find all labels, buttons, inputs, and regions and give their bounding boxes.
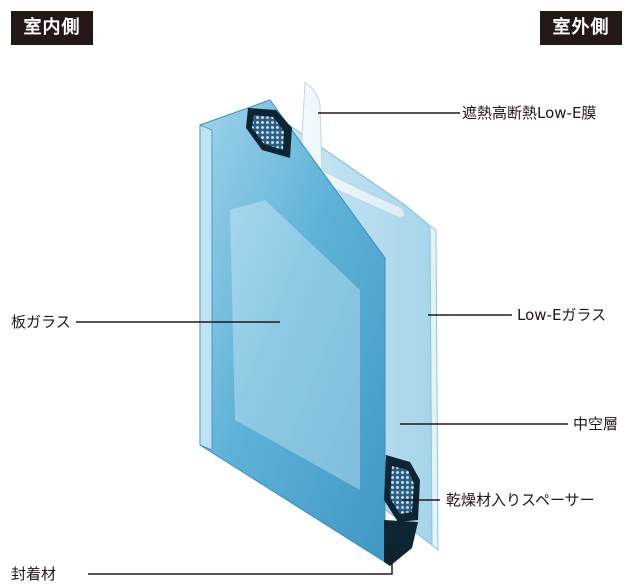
sealant — [384, 520, 418, 566]
indoor-side-badge: 室内側 — [11, 11, 93, 45]
label-air-layer: 中空層 — [573, 415, 619, 433]
plate-glass-pane — [199, 99, 386, 563]
top-spacer — [246, 108, 292, 158]
label-plate-glass: 板ガラス — [11, 313, 71, 331]
label-sealant: 封着材 — [11, 565, 57, 583]
label-low-e-film: 遮熱高断熱Low-E膜 — [462, 104, 597, 122]
leader-sealant — [88, 548, 393, 575]
label-low-e-glass: Low-Eガラス — [517, 306, 607, 324]
label-spacer: 乾燥材入りスペーサー — [446, 491, 595, 509]
outdoor-side-badge: 室外側 — [540, 11, 622, 45]
bottom-spacer — [384, 455, 420, 522]
leader-lines — [76, 112, 568, 575]
